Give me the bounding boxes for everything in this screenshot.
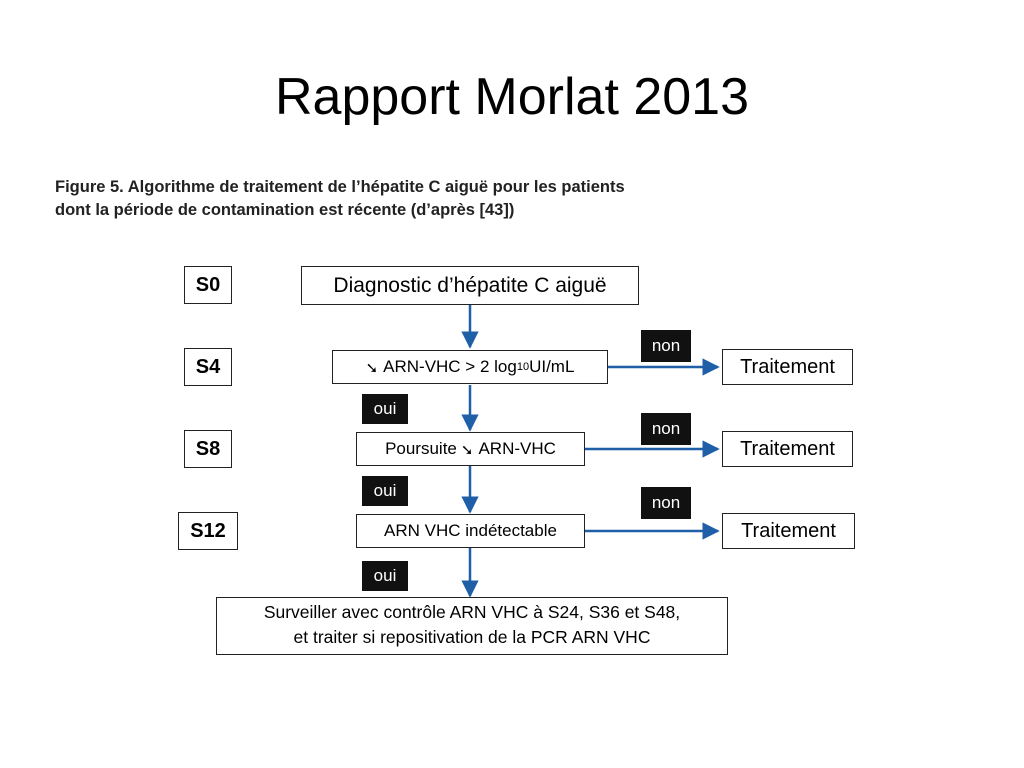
figure-caption-line-1: Figure 5. Algorithme de traitement de l’…	[55, 178, 625, 196]
down-right-arrow-icon: ➘	[365, 360, 379, 377]
final-monitoring-line-1: Surveiller avec contrôle ARN VHC à S24, …	[263, 602, 681, 622]
week-label-s12: S12	[178, 512, 238, 550]
tag-oui-s4: oui	[362, 394, 408, 424]
diagnosis-text: Diagnostic d’hépatite C aiguë	[333, 273, 607, 297]
figure-caption-line-2: dont la période de contamination est réc…	[55, 201, 515, 219]
s4-criterion-unit: UI/mL	[529, 357, 575, 376]
down-right-arrow-icon: ➘	[460, 442, 474, 459]
treatment-box-s8: Traitement	[722, 431, 853, 467]
treatment-box-s4: Traitement	[722, 349, 853, 385]
slide-title: Rapport Morlat 2013	[274, 68, 750, 126]
s8-criterion-suffix: ARN-VHC	[478, 439, 556, 458]
final-monitoring-box: Surveiller avec contrôle ARN VHC à S24, …	[216, 597, 728, 655]
tag-oui-s12: oui	[362, 561, 408, 591]
week-label-s4: S4	[184, 348, 232, 386]
final-monitoring-line-2: et traiter si repositivation de la PCR A…	[293, 627, 651, 647]
tag-non-s4: non	[641, 330, 691, 362]
s4-criterion-subscript: 10	[516, 361, 530, 373]
week-label-s8: S8	[184, 430, 232, 468]
diagnosis-box: Diagnostic d’hépatite C aiguë	[301, 266, 639, 305]
s8-criterion-box: Poursuite ➘ ARN-VHC	[356, 432, 585, 466]
s12-criterion-text: ARN VHC indétectable	[384, 521, 557, 540]
treatment-box-s12: Traitement	[722, 513, 855, 549]
week-label-s0: S0	[184, 266, 232, 304]
s4-criterion-text: ARN-VHC > 2 log	[383, 357, 517, 376]
s12-criterion-box: ARN VHC indétectable	[356, 514, 585, 548]
s8-criterion-prefix: Poursuite	[385, 439, 457, 458]
tag-non-s12: non	[641, 487, 691, 519]
figure-caption: Figure 5. Algorithme de traitement de l’…	[55, 176, 755, 222]
tag-non-s8: non	[641, 413, 691, 445]
tag-oui-s8: oui	[362, 476, 408, 506]
